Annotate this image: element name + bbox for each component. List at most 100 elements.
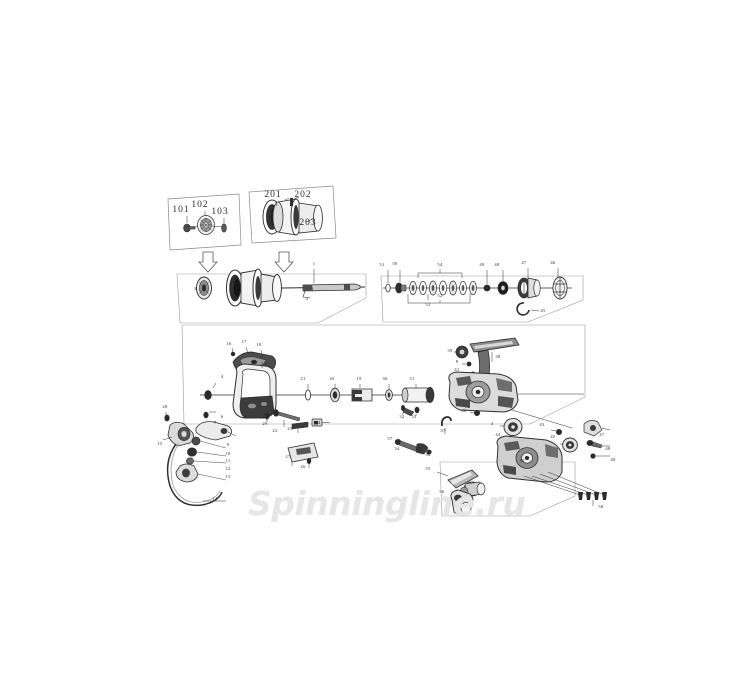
spool-assembly-group [196, 268, 366, 308]
part-number-label: 58 [598, 504, 604, 509]
drag-stack-group [383, 268, 572, 316]
part-number-label: 17 [241, 339, 247, 344]
panel-spool-group [176, 273, 367, 324]
transfer-arrows [198, 251, 294, 273]
part-32-33 [401, 405, 420, 417]
part-number-label: 8 [456, 359, 459, 364]
part-number-label: 3 [194, 286, 197, 291]
detail-gear-102 [197, 215, 215, 235]
part-number-label: 7 [214, 420, 217, 425]
part-20 [329, 384, 340, 403]
part-number-label: 4 [221, 374, 224, 379]
part-39-knob [454, 345, 469, 359]
part-number-label: 48 [605, 446, 611, 451]
bail-wire-group [162, 411, 237, 507]
part-number-label: 103 [211, 207, 228, 217]
part-number-label: 56 [439, 489, 445, 494]
part-number-label: 11 [225, 458, 230, 463]
part-number-label: 50 [392, 261, 398, 266]
part-number-label: 102 [191, 200, 208, 210]
part-number-label: 19 [356, 376, 362, 381]
small-parts-cluster [264, 409, 330, 468]
part-lever-group [583, 420, 611, 459]
detail-box-right [248, 185, 337, 244]
part-number-label: 1 [313, 261, 316, 266]
part-number-label: 41 [454, 367, 460, 372]
part-number-label: 37 [440, 428, 446, 433]
part-number-label: 48 [494, 262, 500, 267]
part-number-label: 45 [550, 434, 556, 439]
part-number-label: 201 [264, 190, 281, 200]
part-number-label: 28 [162, 404, 168, 409]
panel-body-group [181, 324, 586, 425]
part-number-label: 20 [329, 376, 335, 381]
part-number-label: 202 [294, 190, 311, 200]
part-number-label: 39 [447, 348, 453, 353]
part-number-label: 29 [262, 421, 268, 426]
part-drag-knob [196, 276, 212, 300]
part-number-label: 47 [599, 432, 605, 437]
detail-spool-203 [298, 202, 323, 234]
part-number-label: 12 [225, 466, 231, 471]
part-number-label: 57 [387, 436, 393, 441]
part-number-label: 10 [225, 451, 231, 456]
part-bearing-b [560, 437, 578, 453]
part-21 [304, 384, 311, 401]
drive-side-group [394, 337, 611, 506]
part-number-label: 4 [491, 421, 494, 426]
rotor-body-group [200, 346, 435, 419]
part-rotor [232, 362, 277, 419]
part-number-label: 49 [610, 457, 616, 462]
part-number-label: 5 [265, 362, 268, 367]
part-number-label: 36 [425, 452, 431, 457]
part-number-label: 55 [425, 466, 431, 471]
part-number-label: 46 [550, 260, 556, 265]
part-number-label: 21 [300, 376, 306, 381]
part-number-label: 13 [225, 474, 231, 479]
part-number-label: 43 [539, 422, 545, 427]
part-number-label: 49 [479, 262, 485, 267]
part-handle-grip [450, 489, 474, 515]
part-main-shaft [280, 269, 366, 299]
part-number-label: 40 [519, 458, 525, 463]
part-9-roller-holder [195, 421, 237, 441]
part-c-clip [516, 302, 530, 316]
roller-stack [175, 436, 227, 483]
part-58-screws [578, 492, 607, 506]
detail-box-left [167, 193, 242, 251]
panel-shaft-group [380, 275, 584, 323]
part-number-label: 38 [495, 354, 501, 359]
part-number-label: 54 [437, 262, 443, 267]
part-number-label: 47 [521, 260, 527, 265]
part-number-label: 27 [285, 454, 291, 459]
part-number-label: 30 [382, 376, 388, 381]
part-27-bracket [287, 442, 319, 466]
part-number-label: 35 [415, 446, 421, 451]
part-number-label: 32 [399, 414, 405, 419]
down-arrow-right [274, 251, 294, 273]
part-number-label: 33 [411, 414, 417, 419]
part-number-label: 26 [300, 464, 306, 469]
part-lever-arms [394, 439, 432, 455]
part-number-label: 14 [212, 496, 218, 501]
down-arrow-left [198, 251, 218, 273]
part-31-pinion [401, 384, 435, 403]
part-number-label: 2 [306, 296, 309, 301]
part-number-label: 15 [157, 441, 163, 446]
part-number-label: 44 [495, 432, 501, 437]
part-number-label: 16 [226, 341, 232, 346]
part-number-label: 24 [315, 420, 321, 425]
part-number-label: 18 [256, 342, 262, 347]
part-spool [226, 268, 282, 308]
detail-spool-202 [272, 198, 302, 236]
part-number-label: 9 [227, 442, 230, 447]
part-number-label: 6 [221, 414, 224, 419]
part-main-frame [448, 371, 584, 429]
part-number-label: 31 [409, 376, 415, 381]
part-number-label: 203 [299, 218, 316, 228]
part-screw-16 [230, 351, 236, 357]
part-19 [351, 384, 373, 402]
